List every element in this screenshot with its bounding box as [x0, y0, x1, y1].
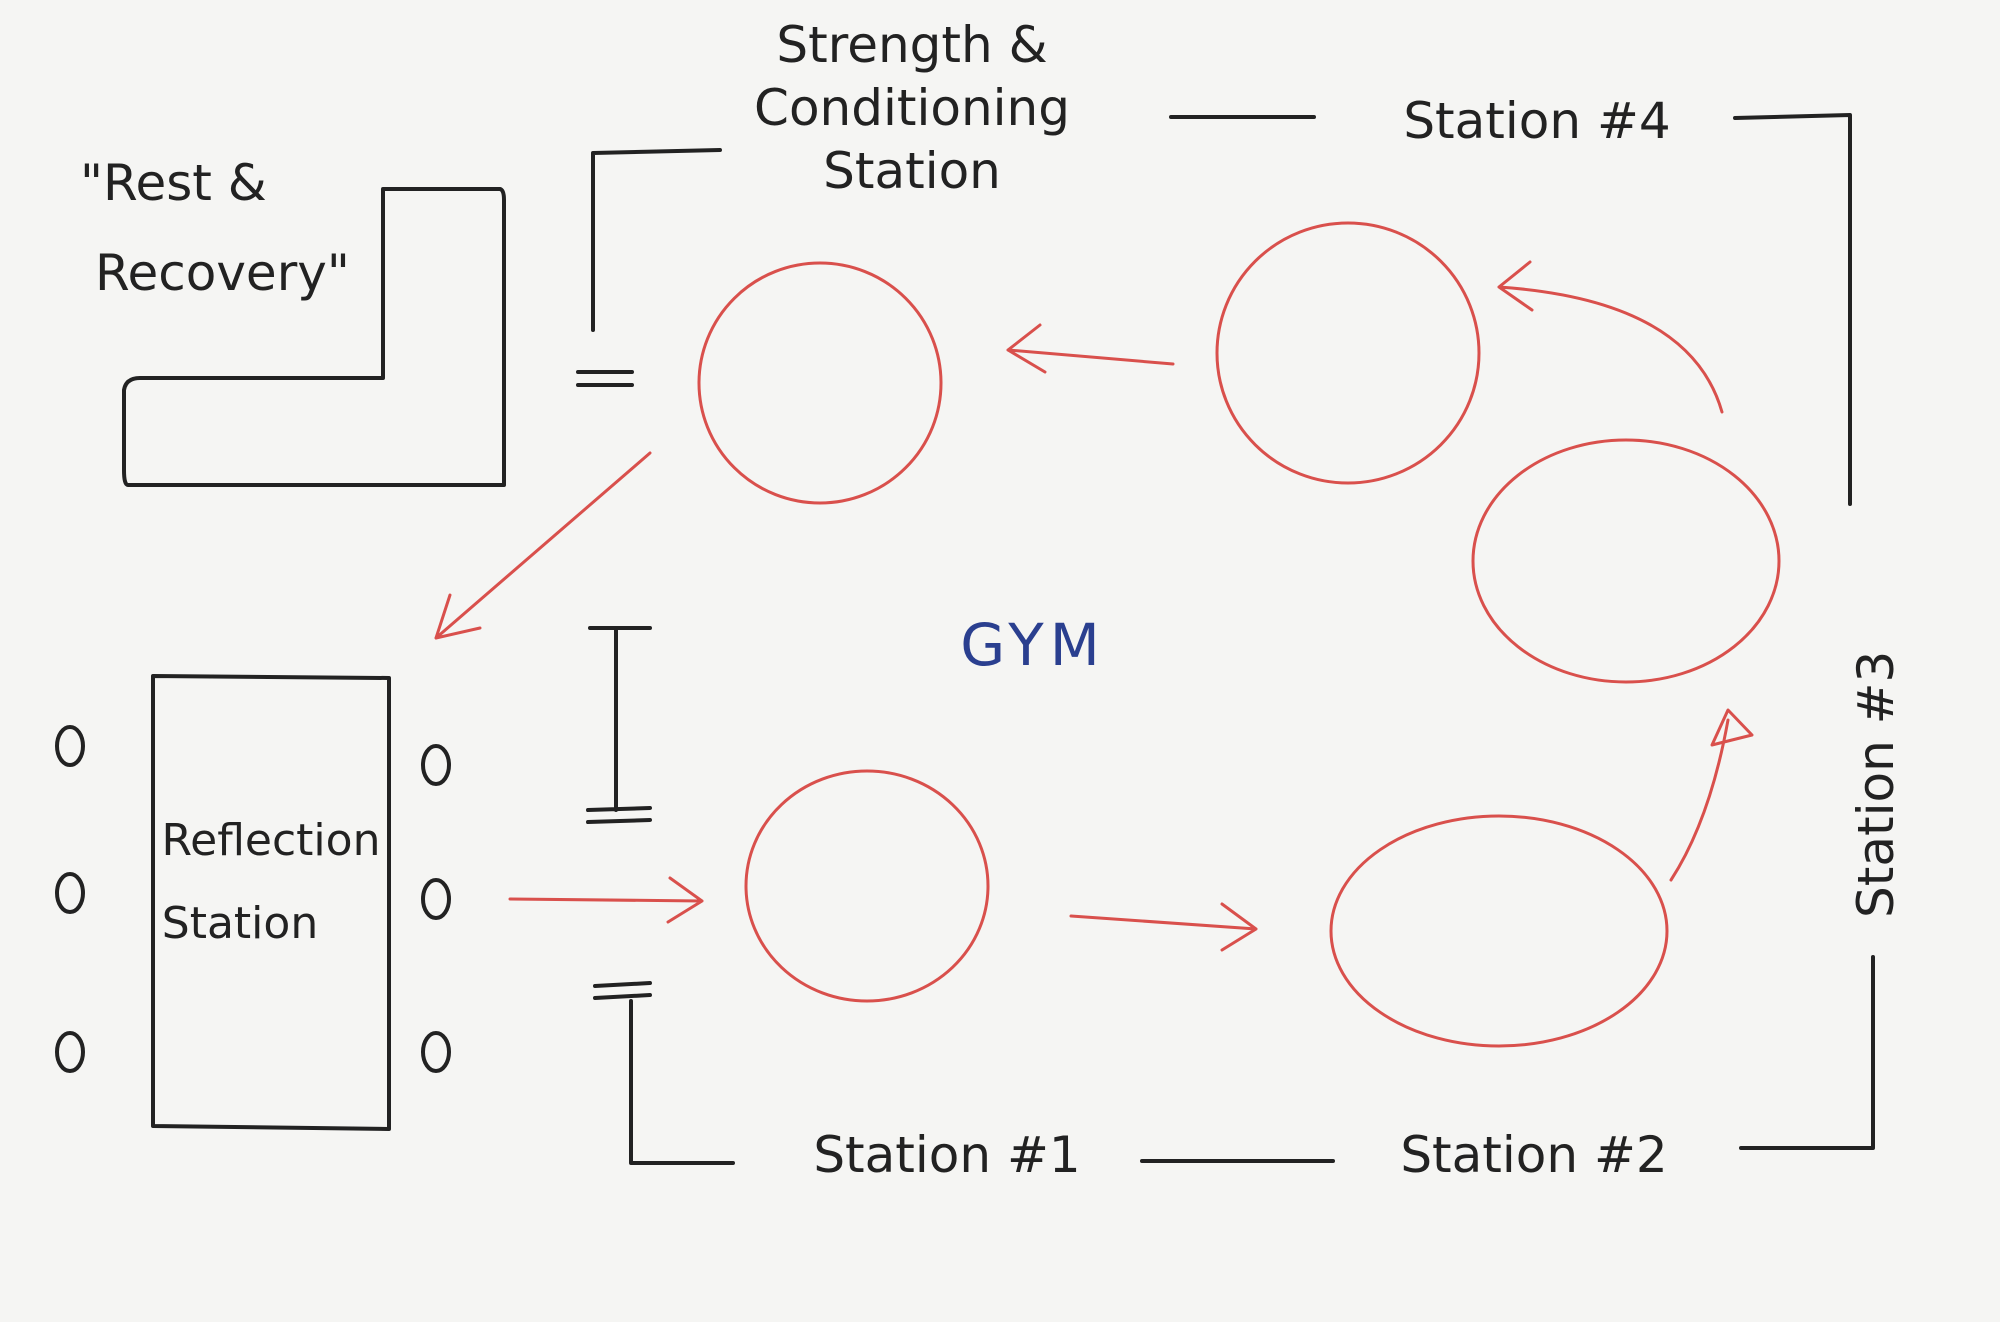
station-circle-4 [1215, 221, 1481, 485]
strength-label-2: Conditioning [754, 79, 1070, 137]
station-1-label: Station #1 [813, 1126, 1080, 1184]
station-3-label: Station #3 [1847, 651, 1905, 918]
seat-icon [421, 744, 451, 786]
reflection-label-2: Station [162, 898, 318, 949]
reflection-label-1: Reflection [162, 815, 381, 866]
rest-label-1: "Rest & [80, 154, 267, 212]
upper-left-wall [576, 148, 722, 387]
seat-icon [55, 725, 85, 767]
arrow-to-station-4 [1497, 260, 1724, 414]
arrow-to-station-3 [1669, 708, 1754, 882]
seat-icon [55, 872, 85, 914]
station-circle-1 [744, 769, 990, 1003]
station-2-label: Station #2 [1400, 1126, 1667, 1184]
bottom-right-wall [1739, 955, 1875, 1150]
gym-title: GYM [960, 611, 1106, 679]
rest-recovery-couch [122, 187, 506, 487]
station-4-label: Station #4 [1403, 92, 1670, 150]
arrow-to-reflection [434, 451, 652, 640]
arrow-to-station-1 [508, 876, 704, 924]
station-circle-strength [697, 261, 943, 505]
seat-icon [421, 878, 451, 920]
lower-left-wall [593, 981, 735, 1165]
seat-icon [421, 1031, 451, 1073]
arrow-to-strength [1006, 323, 1175, 374]
station-circle-2 [1329, 814, 1669, 1048]
seat-icon [55, 1031, 85, 1073]
top-right-wall [1733, 113, 1852, 506]
strength-label-3: Station [823, 142, 1001, 200]
station-circle-3 [1471, 438, 1781, 684]
strength-label-1: Strength & [776, 16, 1047, 74]
arrow-to-station-2 [1069, 902, 1258, 952]
reflection-table [151, 674, 391, 1131]
middle-wall [586, 626, 652, 824]
rest-label-2: Recovery" [95, 244, 350, 302]
